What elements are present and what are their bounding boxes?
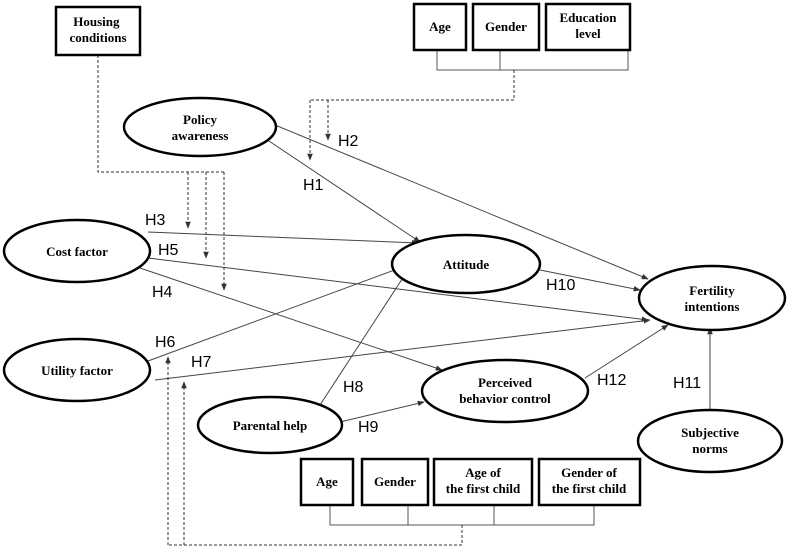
hypothesis-h2-label: H2 — [338, 133, 359, 150]
hypothesis-h1-label: H1 — [303, 177, 324, 194]
path-h6 — [147, 267, 401, 362]
path-h4 — [139, 267, 443, 371]
path-h7 — [154, 317, 651, 381]
age-top-label: Age — [429, 19, 451, 34]
attitude-node: Attitude — [390, 233, 542, 295]
gender-bottom-box: Gender — [360, 457, 430, 507]
bottom-controls-dashed — [168, 525, 463, 546]
path-h5 — [147, 257, 649, 323]
cost-factor-node: Cost factor — [2, 218, 152, 284]
hypothesis-h8-label: H8 — [343, 379, 364, 396]
hypothesis-h6-label: H6 — [155, 334, 176, 351]
path-h2 — [274, 124, 649, 280]
parental-help-label: Parental help — [233, 418, 308, 433]
path-h12 — [584, 324, 669, 379]
age-bottom-label: Age — [316, 474, 338, 489]
top-controls-bracket — [436, 50, 629, 71]
path-h10 — [539, 269, 641, 292]
parental-help-node: Parental help — [196, 395, 344, 455]
hypothesis-h10-label: H10 — [546, 277, 575, 294]
utility-factor-label: Utility factor — [41, 363, 113, 378]
hypothesis-h4-label: H4 — [152, 284, 173, 301]
path-h9 — [339, 400, 425, 423]
gender-top-label: Gender — [485, 19, 527, 34]
housing-conditions-box: Housing conditions — [54, 5, 142, 57]
attitude-label: Attitude — [443, 257, 489, 272]
hypothesis-h3-label: H3 — [145, 212, 166, 229]
top-controls-dashed — [310, 70, 515, 101]
age-top-box: Age — [412, 2, 468, 52]
age-bottom-box: Age — [299, 457, 355, 507]
hypothesis-h9-label: H9 — [358, 419, 379, 436]
cost-factor-label: Cost factor — [46, 244, 108, 259]
housing-control-line — [97, 55, 225, 173]
hypothesis-h12-label: H12 — [597, 372, 626, 389]
utility-factor-node: Utility factor — [2, 337, 152, 403]
housing-conditions-label: Housing conditions — [69, 14, 126, 45]
path-h8 — [319, 269, 409, 406]
path-h1 — [259, 134, 421, 243]
gender-top-box: Gender — [471, 2, 541, 52]
bottom-controls-bracket — [329, 505, 595, 526]
path-h3 — [147, 231, 419, 246]
gender-bottom-label: Gender — [374, 474, 416, 489]
hypothesis-h5-label: H5 — [158, 242, 179, 259]
hypothesis-h7-label: H7 — [191, 354, 212, 371]
hypothesis-h11-label: H11 — [673, 375, 701, 392]
